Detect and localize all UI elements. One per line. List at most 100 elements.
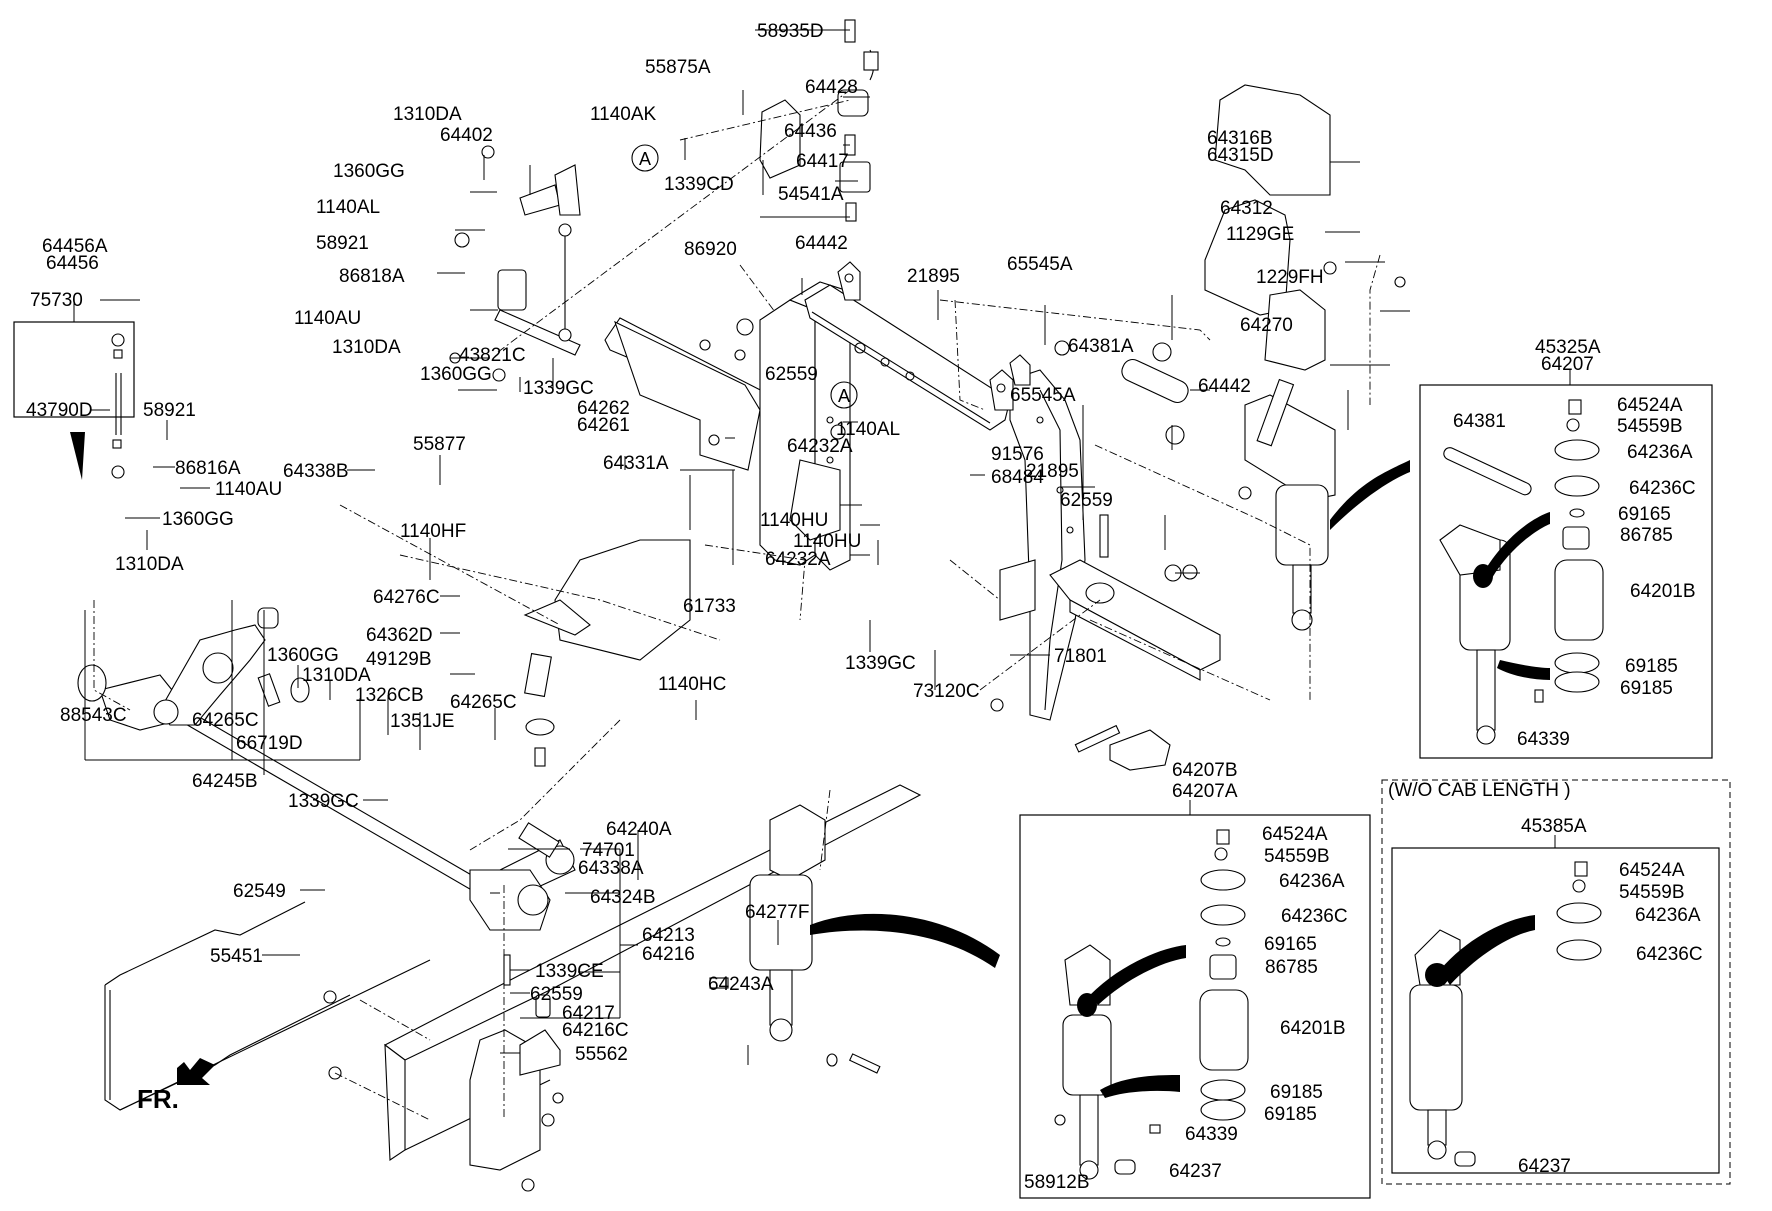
- part-label[interactable]: 1129GE: [1226, 224, 1294, 245]
- part-label[interactable]: 64265C: [192, 710, 259, 731]
- part-label[interactable]: 1351JE: [390, 711, 454, 732]
- part-label[interactable]: 1310DA: [332, 337, 401, 358]
- part-label[interactable]: 64216C: [562, 1020, 629, 1041]
- part-label[interactable]: 64524A: [1619, 860, 1685, 881]
- part-label[interactable]: 64524A: [1262, 824, 1328, 845]
- part-label[interactable]: 64312: [1220, 198, 1273, 219]
- part-label[interactable]: 64237: [1518, 1156, 1571, 1177]
- part-label[interactable]: 1339CE: [535, 961, 604, 982]
- part-label[interactable]: 65545A: [1007, 254, 1073, 275]
- part-label[interactable]: 86785: [1620, 525, 1673, 546]
- part-label[interactable]: 1140HF: [400, 521, 466, 542]
- part-label[interactable]: 64362D: [366, 625, 433, 646]
- part-label[interactable]: 64442: [795, 233, 848, 254]
- part-label[interactable]: 1360GG: [267, 645, 339, 666]
- part-label[interactable]: 64315D: [1207, 145, 1274, 166]
- part-label[interactable]: 66719D: [236, 733, 303, 754]
- part-label[interactable]: 45325A: [1535, 337, 1601, 358]
- part-label[interactable]: 64236C: [1636, 944, 1703, 965]
- part-label[interactable]: 64237: [1169, 1161, 1222, 1182]
- part-label[interactable]: 1140HC: [658, 674, 726, 695]
- part-label[interactable]: 86818A: [339, 266, 405, 287]
- part-label[interactable]: 64524A: [1617, 395, 1683, 416]
- part-label[interactable]: 58921: [316, 233, 369, 254]
- part-label[interactable]: 73120C: [913, 681, 980, 702]
- part-label[interactable]: 1339CD: [664, 174, 734, 195]
- part-label[interactable]: 1339GC: [845, 653, 916, 674]
- part-label[interactable]: 64236C: [1629, 478, 1696, 499]
- part-label[interactable]: 45385A: [1521, 816, 1587, 837]
- part-label[interactable]: 69185: [1620, 678, 1673, 699]
- part-label[interactable]: 64207A: [1172, 781, 1238, 802]
- part-label[interactable]: 68484: [991, 467, 1044, 488]
- part-label[interactable]: 64245B: [192, 771, 258, 792]
- part-label[interactable]: 1229FH: [1256, 267, 1324, 288]
- part-label[interactable]: 1339GC: [523, 378, 594, 399]
- part-label[interactable]: 64456A: [42, 236, 108, 257]
- part-label[interactable]: 64261: [577, 415, 630, 436]
- part-label[interactable]: 64216: [642, 944, 695, 965]
- part-label[interactable]: 62559: [765, 364, 818, 385]
- part-label[interactable]: 64324B: [590, 887, 656, 908]
- part-label[interactable]: 64207B: [1172, 760, 1238, 781]
- part-label[interactable]: 69165: [1618, 504, 1671, 525]
- part-label[interactable]: 64456: [46, 253, 99, 274]
- part-label[interactable]: 64217: [562, 1003, 615, 1024]
- part-label[interactable]: 91576: [991, 444, 1044, 465]
- part-label[interactable]: 21895: [907, 266, 960, 287]
- part-label[interactable]: 64207: [1541, 354, 1594, 375]
- part-label[interactable]: 64232A: [787, 436, 853, 457]
- part-label[interactable]: 69185: [1270, 1082, 1323, 1103]
- part-label[interactable]: 64436: [784, 121, 837, 142]
- part-label[interactable]: 1140HU: [793, 531, 861, 552]
- part-label[interactable]: 1310DA: [302, 665, 371, 686]
- part-label[interactable]: 21895: [1026, 461, 1079, 482]
- part-label[interactable]: 54541A: [778, 184, 844, 205]
- part-label[interactable]: 1140AL: [316, 197, 380, 218]
- part-label[interactable]: 1360GG: [162, 509, 234, 530]
- part-label[interactable]: 64277F: [745, 902, 809, 923]
- part-label[interactable]: 55877: [413, 434, 466, 455]
- part-label[interactable]: 55562: [575, 1044, 628, 1065]
- part-label[interactable]: 64270: [1240, 315, 1293, 336]
- part-label[interactable]: 69185: [1625, 656, 1678, 677]
- part-label[interactable]: 64236C: [1281, 906, 1348, 927]
- part-label[interactable]: 64402: [440, 125, 493, 146]
- part-label[interactable]: 54559B: [1264, 846, 1330, 867]
- part-label[interactable]: 88543C: [60, 705, 127, 726]
- part-label[interactable]: 58921: [143, 400, 196, 421]
- part-label[interactable]: 74701: [582, 840, 635, 861]
- part-label[interactable]: 64232A: [765, 549, 831, 570]
- part-label[interactable]: 64381: [1453, 411, 1506, 432]
- part-label[interactable]: 86785: [1265, 957, 1318, 978]
- part-label[interactable]: 65545A: [1010, 385, 1076, 406]
- part-label[interactable]: 64201B: [1630, 581, 1696, 602]
- part-label[interactable]: 64262: [577, 398, 630, 419]
- part-label[interactable]: 64265C: [450, 692, 517, 713]
- part-label[interactable]: 1140AL: [836, 419, 900, 440]
- part-label[interactable]: 58912B: [1024, 1172, 1090, 1193]
- part-label[interactable]: 86920: [684, 239, 737, 260]
- part-label[interactable]: 69185: [1264, 1104, 1317, 1125]
- part-label[interactable]: 71801: [1054, 646, 1107, 667]
- part-label[interactable]: 64201B: [1280, 1018, 1346, 1039]
- part-label[interactable]: 1310DA: [115, 554, 184, 575]
- part-label[interactable]: 64381A: [1068, 336, 1134, 357]
- part-label[interactable]: 86816A: [175, 458, 241, 479]
- part-label[interactable]: 75730: [30, 290, 83, 311]
- part-label[interactable]: 64316B: [1207, 128, 1273, 149]
- part-label[interactable]: 64243A: [708, 974, 774, 995]
- part-label[interactable]: 64339: [1517, 729, 1570, 750]
- part-label[interactable]: 64338A: [578, 858, 644, 879]
- part-label[interactable]: 64236A: [1635, 905, 1701, 926]
- part-label[interactable]: 43790D: [26, 400, 93, 421]
- part-label[interactable]: 64339: [1185, 1124, 1238, 1145]
- part-label[interactable]: 64442: [1198, 376, 1251, 397]
- part-label[interactable]: 54559B: [1619, 882, 1685, 903]
- part-label[interactable]: 64240A: [606, 819, 672, 840]
- part-label[interactable]: 1360GG: [333, 161, 405, 182]
- part-label[interactable]: 64331A: [603, 453, 669, 474]
- part-label[interactable]: 62559: [530, 984, 583, 1005]
- part-label[interactable]: 55451: [210, 946, 263, 967]
- part-label[interactable]: 62549: [233, 881, 286, 902]
